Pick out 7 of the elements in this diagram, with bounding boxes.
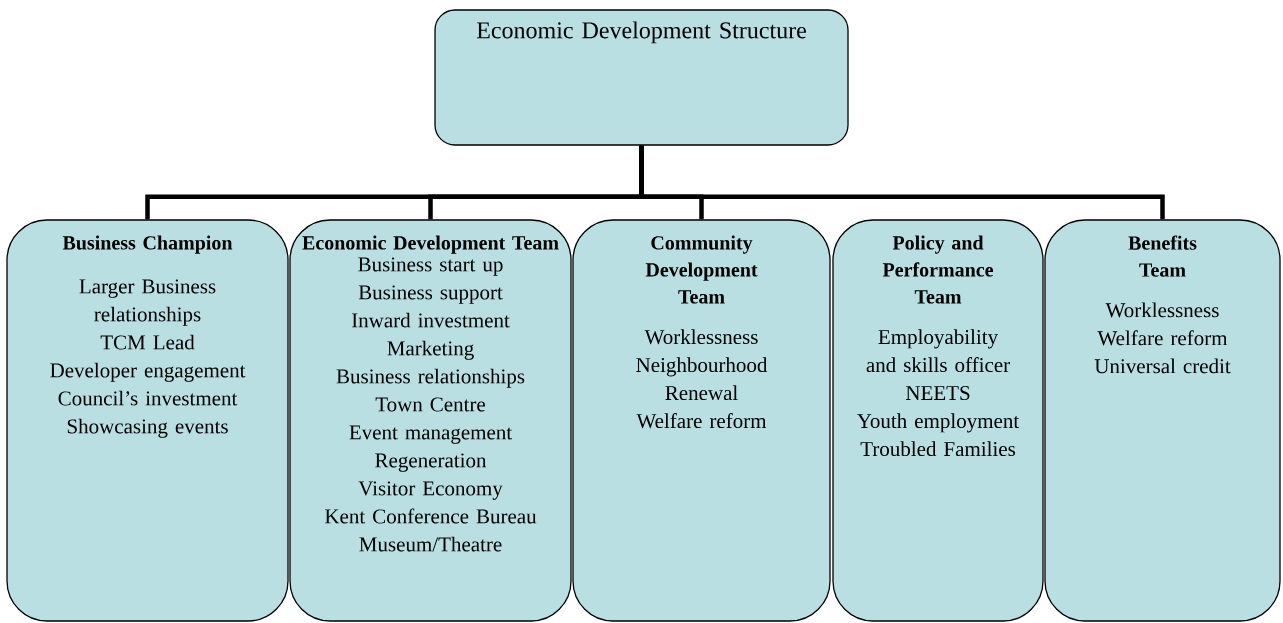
team-box: Business Champion Larger Business relationships TCM Lead Developer engagement Council’s investment Showcasing events — [6, 219, 289, 622]
connector-line — [639, 145, 1165, 220]
title-box: Economic Development Structure — [434, 9, 849, 146]
team-box: Community Development Team Worklessness Neighbourhood Renewal Welfare reform — [572, 219, 831, 622]
team-box: Economic Development Team Business start up Business support Inward investment Marketing Business relationships Town Centre Event management Regeneration Visitor Economy Kent Conference Bureau Museum/Theatre — [289, 219, 572, 622]
team-box: Benefits Team Worklessness Welfare reform Universal credit — [1044, 219, 1281, 622]
team-box: Policy and Performance Team Employability and skills officer NEETS Youth employment Troubled Families — [832, 219, 1044, 622]
